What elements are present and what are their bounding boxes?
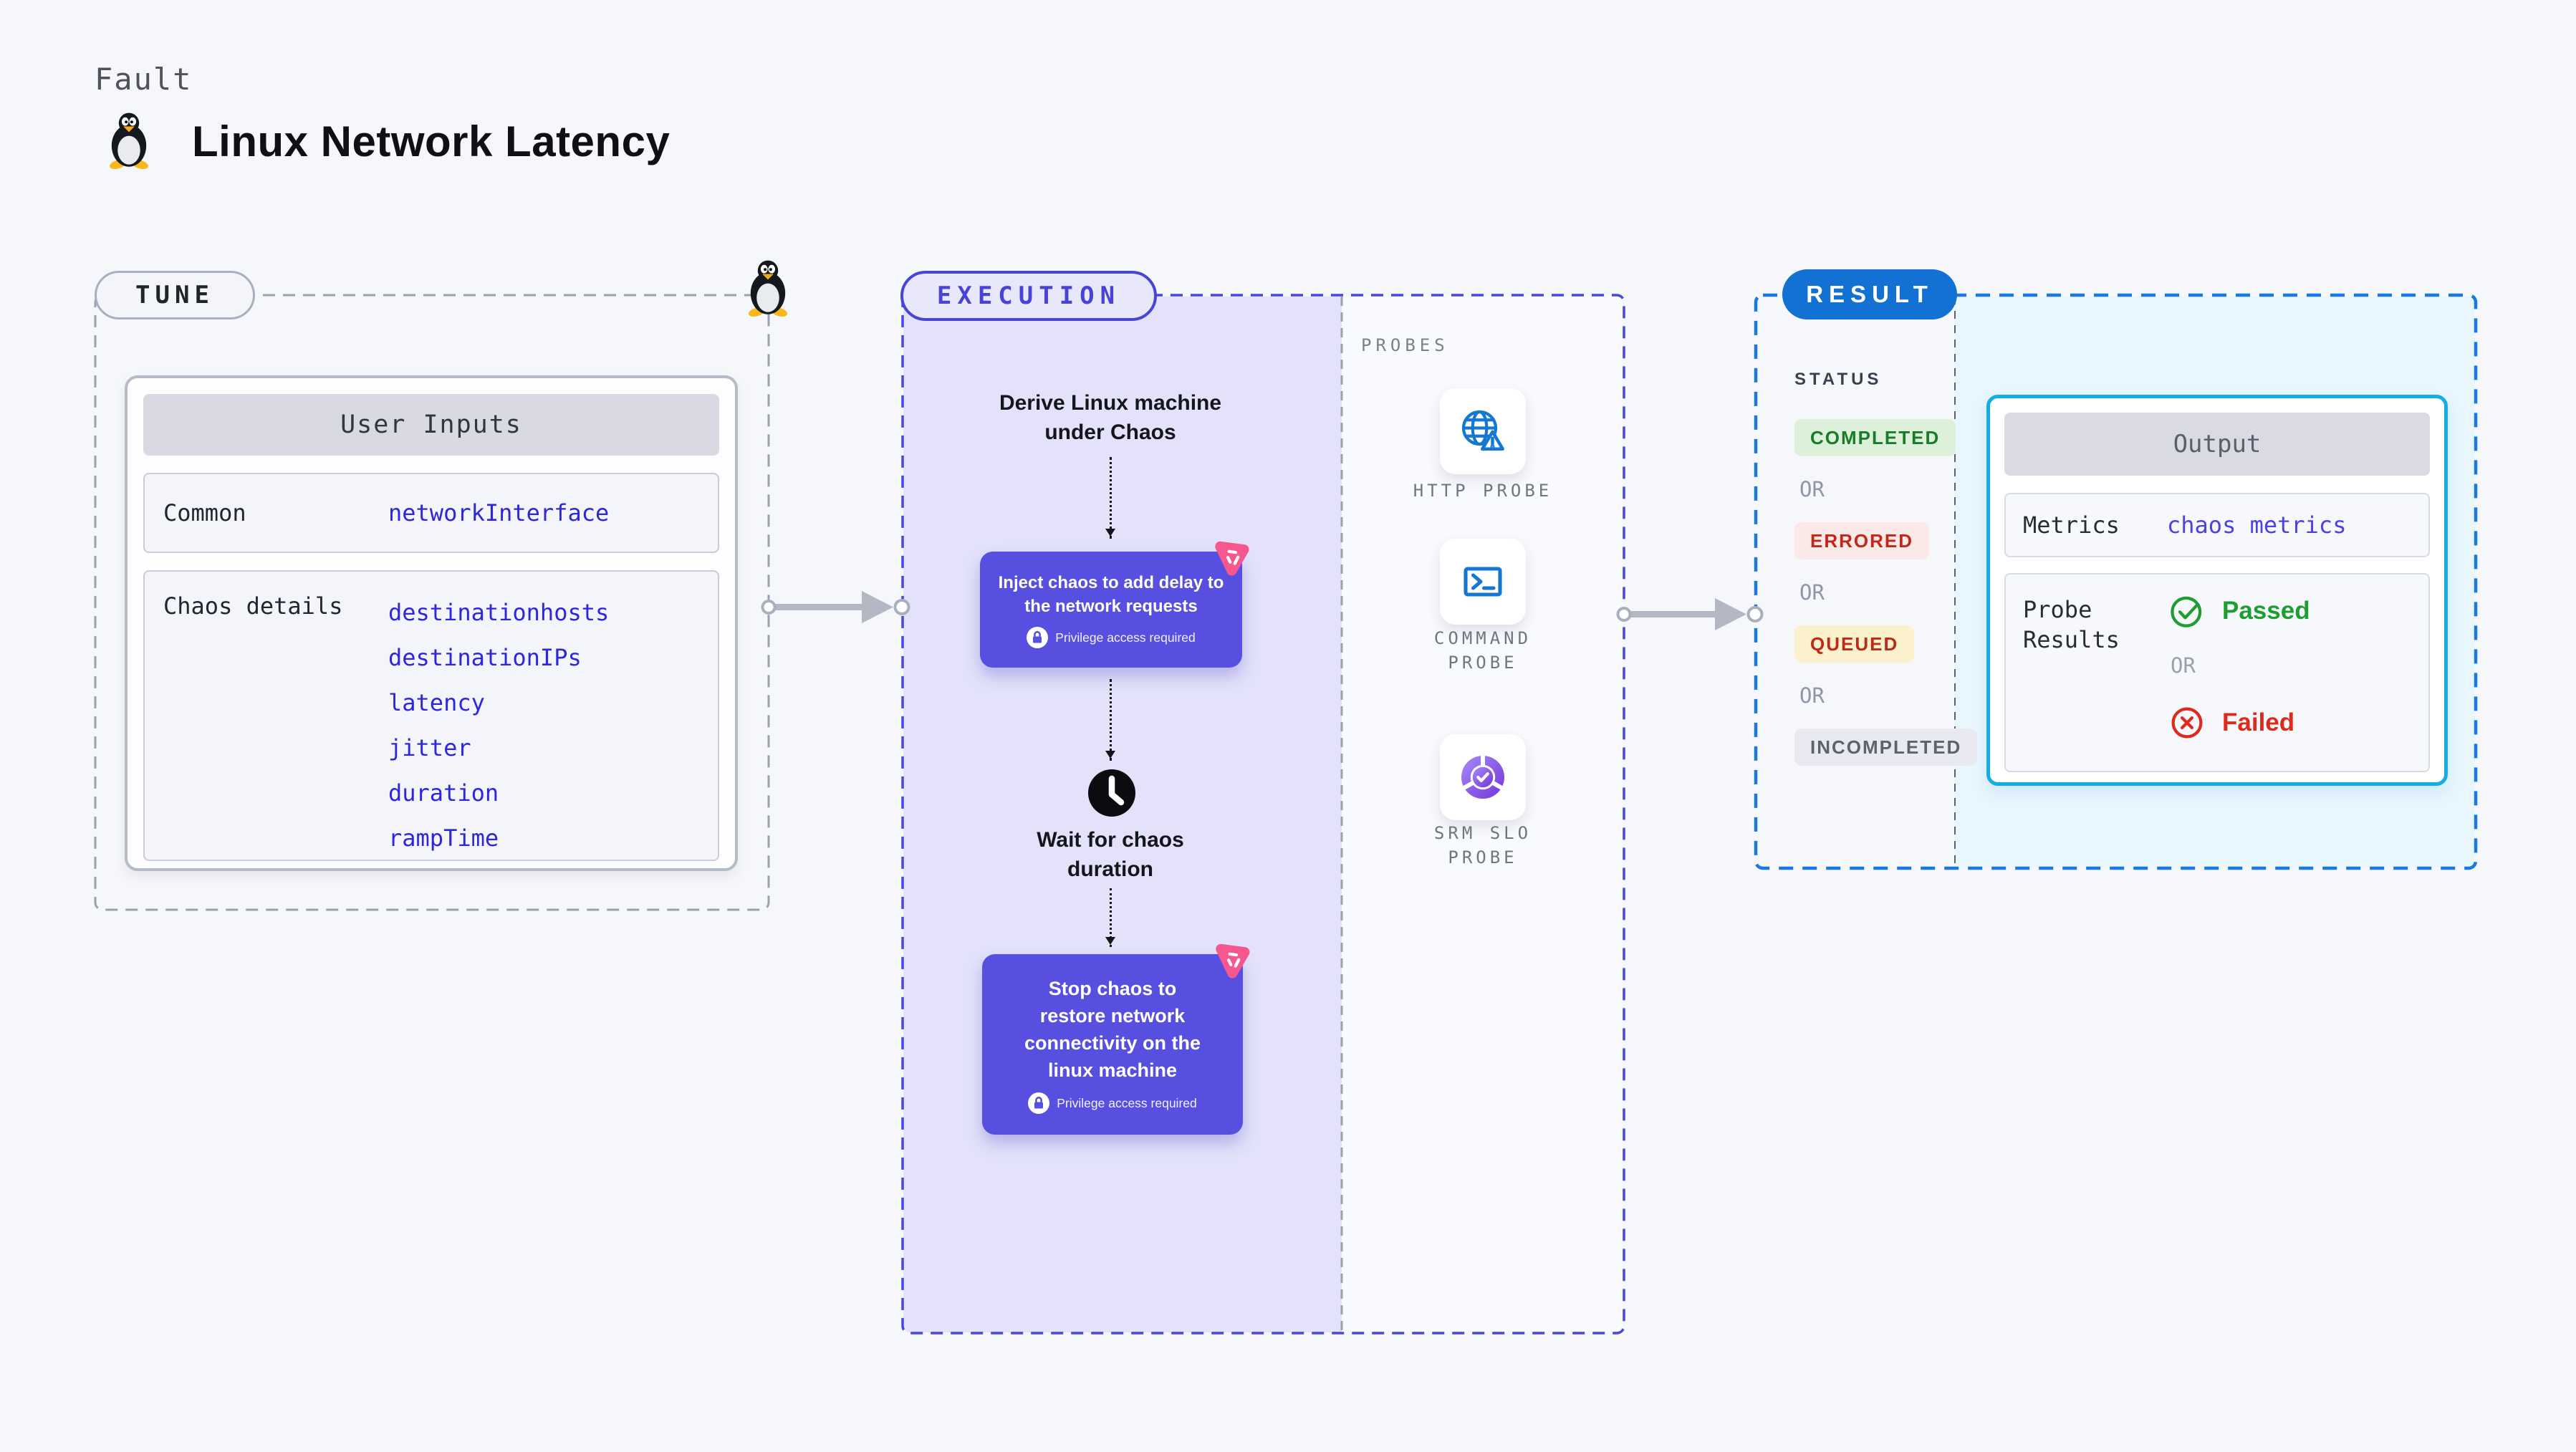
derive-step-text: Derive Linux machine under Chaos	[999, 391, 1222, 444]
input-row-label: Chaos details	[163, 592, 343, 620]
flow-connector	[1105, 679, 1115, 761]
wait-step-text: Wait for chaos duration	[1037, 828, 1184, 881]
srm-slo-probe-icon	[1461, 754, 1505, 799]
stop-step-text: connectivity on the	[1024, 1032, 1201, 1054]
metrics-label: Metrics	[2023, 511, 2120, 539]
or-separator: OR	[1799, 477, 1825, 501]
status-badge-errored: ERRORED	[1794, 522, 1930, 559]
status-badge-completed: COMPLETED	[1794, 419, 1956, 456]
fault-eyebrow-label: Fault	[95, 62, 193, 97]
probe-results-row: Probe Results Passed OR Failed	[2004, 573, 2430, 772]
or-separator: OR	[1799, 580, 1825, 605]
srm-slo-probe-card	[1440, 734, 1526, 820]
probe-result-failed: Failed	[2169, 705, 2294, 741]
input-value: destinationIPs	[388, 644, 582, 671]
or-separator: OR	[1799, 683, 1825, 708]
input-value: duration	[388, 779, 499, 807]
command-probe-label: COMMAND PROBE	[1433, 628, 1532, 673]
stop-step-text: linux machine	[1047, 1059, 1178, 1081]
wait-clock-icon	[1088, 769, 1135, 817]
failed-x-icon	[2171, 707, 2203, 739]
metrics-value: chaos metrics	[2167, 511, 2347, 539]
user-inputs-card: User Inputs Common networkInterface Chao…	[125, 375, 738, 871]
flow-connector	[1105, 457, 1115, 539]
input-value: rampTime	[388, 824, 499, 852]
result-section-pill: RESULT	[1782, 269, 1957, 319]
status-badge-queued: QUEUED	[1794, 625, 1915, 663]
user-inputs-header: User Inputs	[143, 394, 719, 456]
tune-to-execution-arrow	[761, 591, 910, 623]
input-value: jitter	[388, 734, 471, 761]
input-row-common: Common networkInterface	[143, 473, 719, 553]
input-row-chaos-details: Chaos details destinationhosts destinati…	[143, 570, 719, 861]
input-value: destinationhosts	[388, 599, 610, 626]
page-title: Linux Network Latency	[192, 117, 671, 165]
status-badge-incompleted: INCOMPLETED	[1794, 729, 1978, 766]
privilege-lock-icon	[1028, 1092, 1050, 1114]
or-separator: OR	[2171, 653, 2196, 678]
tune-section-pill: TUNE	[95, 271, 255, 319]
probes-zone-label: PROBES	[1361, 335, 1449, 355]
srm-slo-probe-label: SRM SLO PROBE	[1433, 823, 1532, 867]
http-probe-icon	[1461, 410, 1504, 451]
input-value: networkInterface	[388, 499, 610, 527]
flow-connector	[1105, 888, 1115, 947]
stop-chaos-step: Stop chaos to restore network connectivi…	[982, 954, 1243, 1135]
command-probe-icon	[1464, 567, 1502, 597]
command-probe-card	[1440, 539, 1526, 625]
execution-to-result-arrow	[1616, 598, 1764, 630]
inject-step-text: Inject chaos to add delay to	[998, 573, 1224, 592]
stop-step-text: restore network	[1039, 1005, 1186, 1027]
execution-section-pill: EXECUTION	[900, 271, 1157, 321]
output-card: Output Metrics chaos metrics Probe Resul…	[1986, 395, 2448, 786]
probe-result-passed: Passed	[2169, 593, 2310, 629]
passed-check-icon	[2171, 596, 2202, 628]
stop-step-text: Stop chaos to	[1048, 978, 1177, 999]
inject-step-text: the network requests	[1024, 597, 1198, 616]
privilege-badge-text: Privilege access required	[1057, 1095, 1197, 1110]
tux-penguin-corner-icon	[747, 260, 789, 318]
output-card-header: Output	[2004, 413, 2430, 476]
input-value: latency	[388, 689, 485, 716]
chaos-experiment-icon	[1209, 935, 1257, 983]
linux-penguin-icon	[108, 112, 150, 170]
privilege-lock-icon	[1027, 627, 1049, 648]
http-probe-label: HTTP PROBE	[1413, 481, 1553, 501]
inject-chaos-step: Inject chaos to add delay to the network…	[980, 552, 1242, 668]
status-column-label: STATUS	[1794, 370, 1883, 389]
metrics-row: Metrics chaos metrics	[2004, 493, 2430, 557]
input-row-label: Common	[163, 499, 246, 527]
privilege-badge-text: Privilege access required	[1055, 630, 1196, 645]
chaos-experiment-icon	[1208, 532, 1256, 580]
http-probe-card	[1440, 388, 1526, 474]
